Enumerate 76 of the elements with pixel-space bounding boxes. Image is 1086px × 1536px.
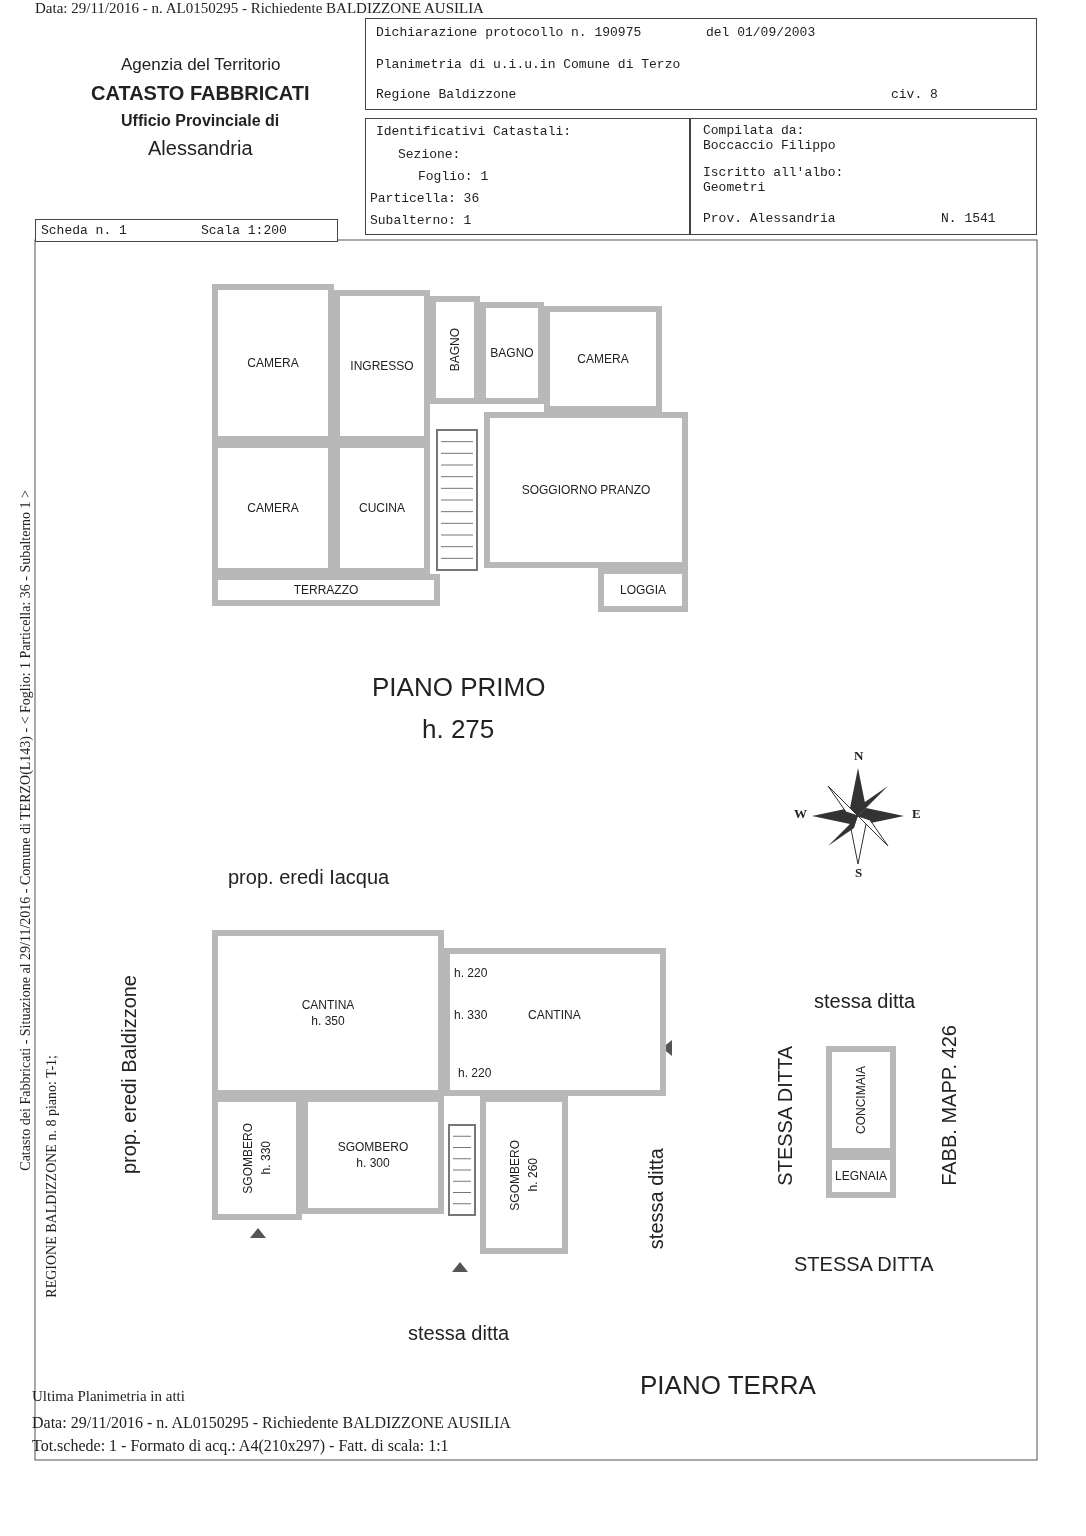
title-block-cell xyxy=(35,219,338,242)
room xyxy=(484,412,688,568)
footer-note: Data: 29/11/2016 - n. AL0150295 - Richiedente BALDIZZONE AUSILIA xyxy=(32,1414,511,1432)
field-text: Regione Baldizzone xyxy=(376,87,517,102)
room-label: CAMERA xyxy=(577,352,629,366)
room-label: CUCINA xyxy=(359,501,405,515)
field-text: N. 1541 xyxy=(941,211,996,226)
footer-note: Tot.schede: 1 - Formato di acq.: A4(210x297) - Fatt. di scala: 1:1 xyxy=(32,1437,449,1455)
room xyxy=(480,1096,568,1254)
title-block-cell xyxy=(690,118,1037,235)
office-name: CATASTO FABBRICATI xyxy=(91,82,310,105)
room-label: CAMERA xyxy=(247,356,299,370)
field-text: Identificativi Catastali: xyxy=(376,124,572,139)
field-text: del 01/09/2003 xyxy=(706,25,816,40)
room-label: h. 260 xyxy=(526,1158,540,1192)
room-label: h. 330 xyxy=(454,1008,488,1022)
office-name: Ufficio Provinciale di xyxy=(121,112,280,130)
room-label: h. 220 xyxy=(458,1066,492,1080)
room-label: SGOMBERO xyxy=(337,1140,409,1154)
neighbour-label: stessa ditta xyxy=(408,1322,510,1345)
room xyxy=(826,1154,896,1198)
title-block-cell xyxy=(365,118,690,235)
room-label: INGRESSO xyxy=(350,359,414,373)
compass-letter: S xyxy=(855,865,863,881)
field-text: Particella: 36 xyxy=(370,191,480,206)
field-text: Scheda n. 1 xyxy=(41,223,127,238)
room xyxy=(598,568,688,612)
side-note: REGIONE BALDIZZONE n. 8 piano: T-1; xyxy=(44,1055,60,1298)
compass-letter: W xyxy=(794,806,807,822)
neighbour-label: prop. eredi Iacqua xyxy=(228,866,390,889)
floor-title: PIANO PRIMO xyxy=(372,672,546,703)
compass-letter: E xyxy=(912,806,921,822)
title-block-cell xyxy=(365,18,1037,110)
field-text: Prov. Alessandria xyxy=(703,211,836,226)
header-note: Data: 29/11/2016 - n. AL0150295 - Richiedente BALDIZZONE AUSILIA xyxy=(35,0,484,17)
side-note: Catasto dei Fabbricati - Situazione al 29/11/2016 - Comune di TERZO(L143) - < Foglio: 1 Particella: 36 - Subalterno 1 > xyxy=(18,490,34,1171)
room xyxy=(444,948,666,1096)
room-label: CANTINA xyxy=(528,1008,581,1022)
compass-letter: N xyxy=(854,748,864,764)
field-text: Compilata da: Boccaccio Filippo xyxy=(703,123,837,153)
room-label: BAGNO xyxy=(448,328,462,372)
floor-height: h. 275 xyxy=(422,714,495,745)
room xyxy=(212,574,440,606)
neighbour-label: STESSA DITTA xyxy=(774,1046,797,1186)
field-text: Foglio: 1 xyxy=(418,169,489,184)
room xyxy=(826,1046,896,1154)
room-label: h. 330 xyxy=(259,1141,273,1175)
neighbour-label: prop. eredi Baldizzone xyxy=(118,975,141,1174)
footer-note: Ultima Planimetria in atti xyxy=(32,1388,185,1405)
room-label: CANTINA xyxy=(301,998,355,1012)
room-label: LEGNAIA xyxy=(835,1169,887,1183)
room-label: LOGGIA xyxy=(620,583,666,597)
field-text: Planimetria di u.i.u.in Comune di Terzo xyxy=(376,57,681,72)
field-text: Dichiarazione protocollo n. 190975 xyxy=(376,25,642,40)
room-label: SGOMBERO xyxy=(508,1139,522,1211)
floor-title: PIANO TERRA xyxy=(640,1370,816,1401)
field-text: Iscritto all'albo: Geometri xyxy=(703,165,845,195)
neighbour-label: stessa ditta xyxy=(645,1148,668,1250)
room-label: h. 350 xyxy=(311,1014,345,1028)
office-name: Agenzia del Territorio xyxy=(121,55,281,75)
room-label: SGOMBERO xyxy=(241,1122,255,1194)
field-text: Scala 1:200 xyxy=(201,223,287,238)
room-label: SOGGIORNO PRANZO xyxy=(521,483,651,497)
room-label: CONCIMAIA xyxy=(854,1066,868,1134)
field-text: civ. 8 xyxy=(891,87,938,102)
room-label: h. 300 xyxy=(356,1156,390,1170)
neighbour-label: FABB. MAPP. 426 xyxy=(938,1025,961,1186)
room-label: TERRAZZO xyxy=(293,583,359,597)
field-text: Subalterno: 1 xyxy=(370,213,472,228)
field-text: Sezione: xyxy=(398,147,461,162)
room-label: CAMERA xyxy=(247,501,299,515)
office-name: Alessandria xyxy=(148,137,253,160)
neighbour-label: stessa ditta xyxy=(814,990,916,1013)
neighbour-label: STESSA DITTA xyxy=(794,1253,934,1276)
room-label: h. 220 xyxy=(454,966,488,980)
room-label: BAGNO xyxy=(490,346,534,360)
